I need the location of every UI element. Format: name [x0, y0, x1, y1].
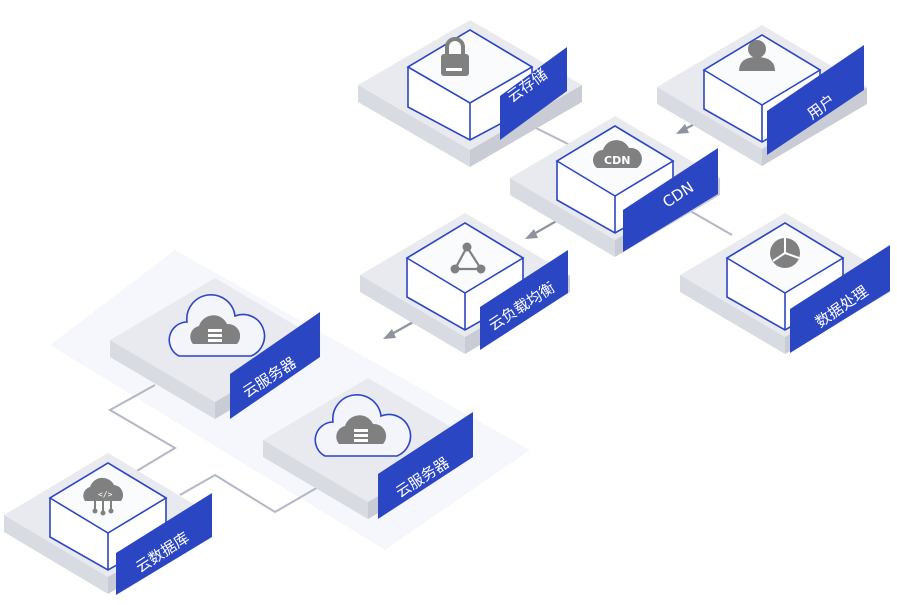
node-data-processing[interactable]: 数据处理: [680, 213, 890, 354]
node-cloud-server-2[interactable]: 云服务器: [263, 378, 473, 519]
lock-icon: [441, 37, 469, 76]
share-node-icon: [450, 242, 486, 274]
svg-text:CDN: CDN: [604, 154, 630, 167]
database-cloud-icon: </>: [83, 477, 124, 516]
user-icon: [739, 40, 775, 71]
pie-chart-icon: [770, 238, 800, 268]
server-cloud-icon: [168, 294, 266, 357]
node-cloud-server-1[interactable]: 云服务器: [110, 278, 320, 419]
svg-text:</>: </>: [98, 490, 113, 499]
node-cdn[interactable]: CDN CDN: [510, 116, 720, 257]
cdn-cloud-icon: CDN: [593, 140, 642, 168]
node-cloud-storage[interactable]: 云存储: [358, 20, 582, 167]
node-user[interactable]: 用户: [657, 25, 867, 166]
node-cloud-database[interactable]: </> 云数据库: [4, 453, 212, 595]
node-load-balancer[interactable]: 云负载均衡: [360, 213, 570, 354]
server-cloud-icon: [314, 394, 412, 457]
